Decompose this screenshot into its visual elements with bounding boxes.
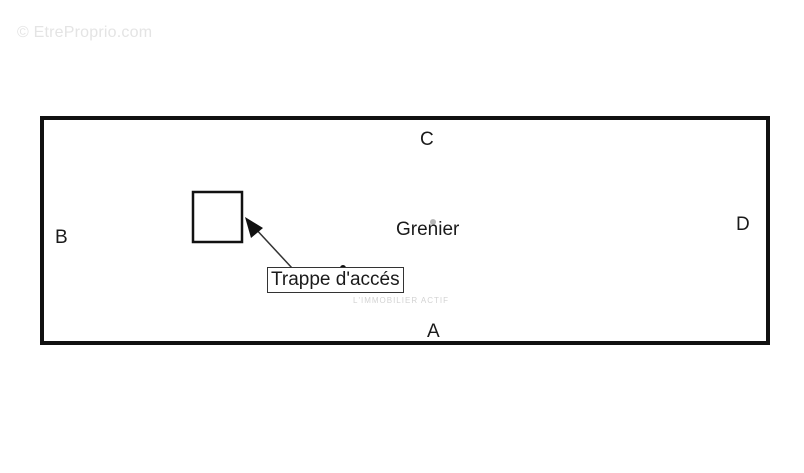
callout-leader-line — [253, 226, 293, 269]
room-name: Grenier — [396, 219, 460, 240]
callout-arrowhead — [245, 217, 263, 238]
room-outline — [40, 116, 770, 345]
wall-label-top: C — [420, 129, 434, 150]
wall-label-bottom: A — [427, 321, 440, 342]
agency-watermark: L'IMMOBILIER ACTIF — [353, 296, 449, 305]
wall-label-right: D — [736, 214, 750, 235]
access-hatch — [191, 190, 244, 244]
room-center-dot — [430, 219, 436, 225]
hatch-callout-label: Trappe d'accés — [267, 267, 404, 293]
site-watermark: © EtreProprio.com — [17, 24, 153, 41]
wall-label-left: B — [55, 227, 68, 248]
